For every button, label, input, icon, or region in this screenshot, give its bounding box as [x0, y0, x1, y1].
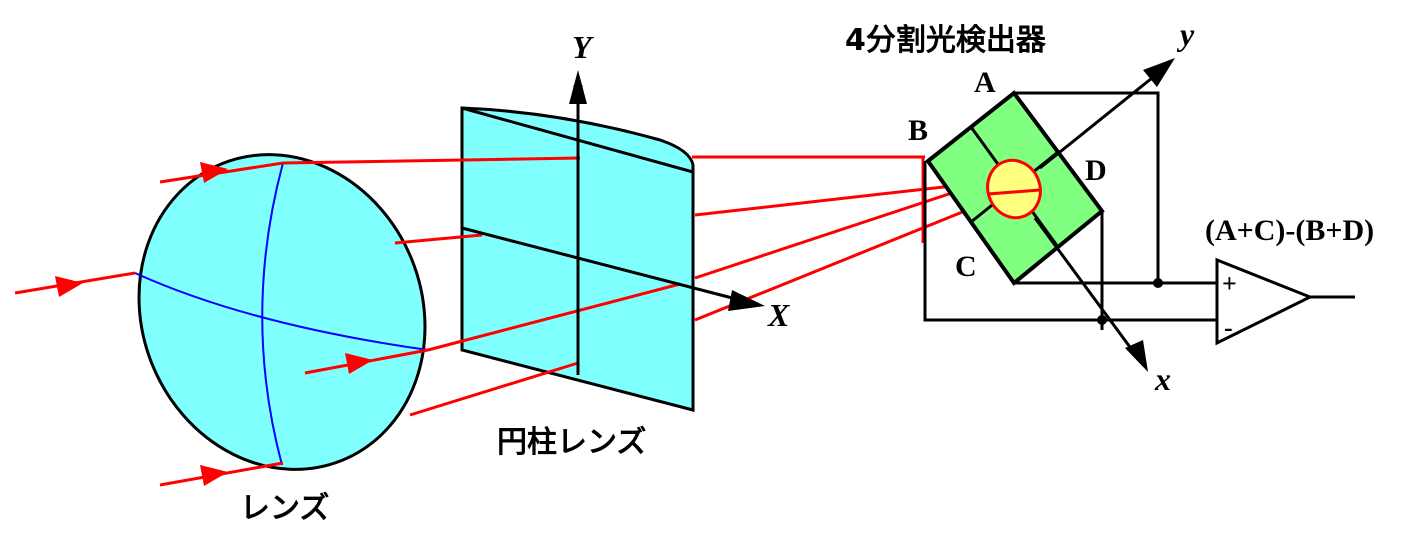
lens-vertical-meridian: [261, 162, 284, 466]
axis-y-arrow-icon: [1143, 58, 1175, 87]
axis-Y-arrow-icon: [569, 70, 587, 104]
axis-y-line: [1039, 68, 1163, 170]
axis-Y-label: Y: [572, 29, 594, 65]
axis-y-label: y: [1176, 16, 1195, 52]
detector-title: 4分割光検出器: [845, 23, 1047, 58]
lens-horizontal-meridian: [134, 272, 429, 351]
lens: [134, 153, 429, 471]
axis-x-line: [1033, 217, 1140, 359]
quadrant-A-label: A: [974, 66, 996, 99]
junction-dot: [1097, 315, 1107, 325]
quadrant-D-label: D: [1085, 154, 1107, 187]
axis-x-arrow-icon: [1125, 340, 1148, 372]
formula-label: (A+C)-(B+D): [1205, 214, 1374, 247]
axis-X-arrow-icon: [728, 290, 765, 311]
lens-label: レンズ: [240, 491, 329, 526]
minus-label: -: [1224, 313, 1233, 342]
light-spot: [986, 158, 1042, 220]
quadrant-C-label: C: [955, 250, 977, 283]
axis-X-line: [461, 226, 741, 302]
wiring: [923, 91, 1355, 330]
light-rays: [14, 155, 1013, 487]
differential-amplifier: [1215, 257, 1314, 346]
junction-dot: [1153, 278, 1163, 288]
ray-arrow-icons: [55, 162, 373, 486]
axis-X-label: X: [767, 297, 790, 333]
axis-x-label: x: [1154, 361, 1171, 397]
cylindrical-lens-label: 円柱レンズ: [497, 425, 646, 460]
quadrant-B-label: B: [908, 114, 928, 147]
plus-label: +: [1222, 269, 1237, 298]
